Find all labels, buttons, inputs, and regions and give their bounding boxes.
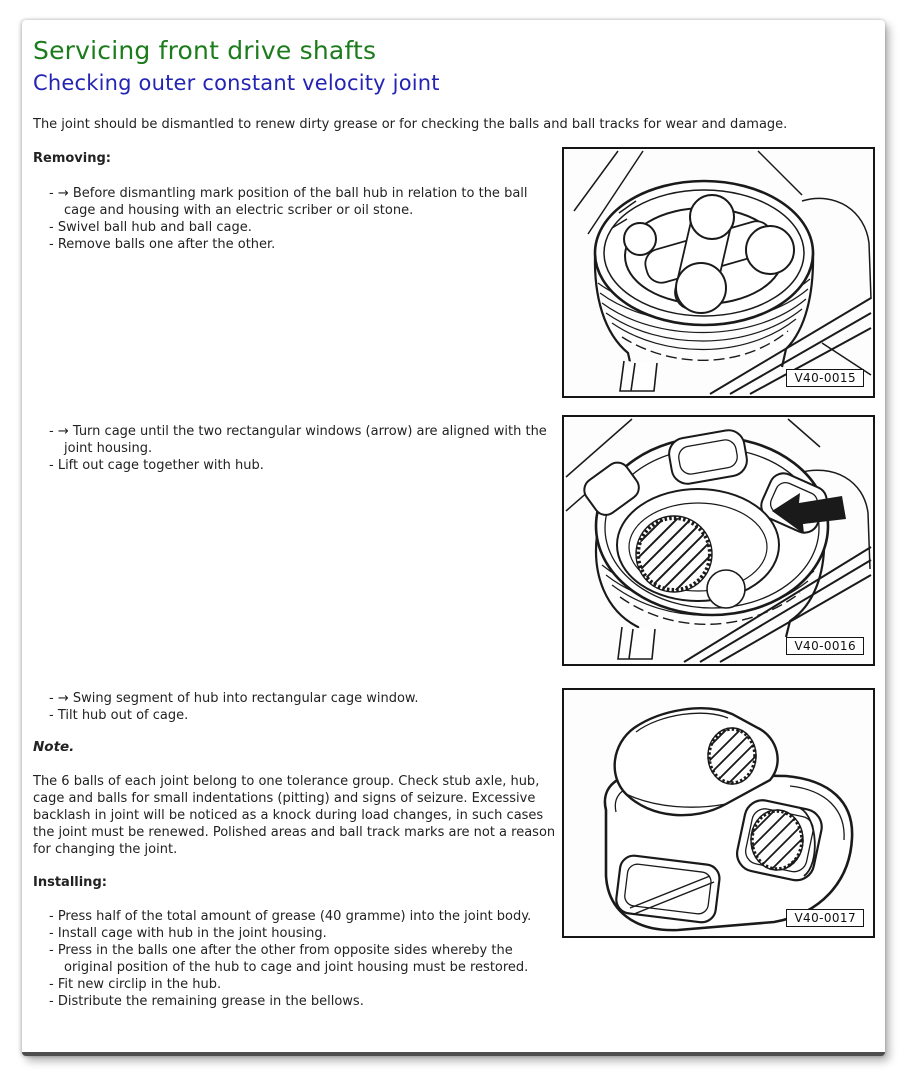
figure-label: V40-0017	[786, 909, 864, 927]
step-item: - Press half of the total amount of grea…	[49, 909, 532, 924]
removing-heading: Removing:	[33, 151, 111, 166]
joint-balls	[623, 194, 795, 314]
figure-v40-0017: V40-0017	[562, 688, 875, 938]
installing-steps: - Press half of the total amount of grea…	[49, 908, 557, 1010]
intro-paragraph: The joint should be dismantled to renew …	[33, 117, 788, 132]
step-item: - Lift out cage together with hub.	[49, 458, 264, 473]
note-heading: Note.	[33, 739, 75, 755]
cv-joint-balls-illustration	[573, 150, 872, 395]
figure-v40-0016: V40-0016	[562, 415, 875, 666]
step-item: - Press in the balls one after the other…	[49, 943, 529, 975]
arrow-marker	[772, 493, 846, 534]
step-item: - Swivel ball hub and ball cage.	[49, 220, 252, 235]
step-item: - Distribute the remaining grease in the…	[49, 994, 364, 1009]
figure-v40-0015: V40-0015	[562, 147, 875, 398]
cage-window-left	[615, 854, 721, 924]
hub-out-of-cage-illustration	[603, 707, 854, 932]
cage-windows-illustration	[565, 418, 872, 663]
swing-hub-steps: - → Swing segment of hub into rectangula…	[49, 690, 549, 724]
step-item: - → Turn cage until the two rectangular …	[49, 424, 547, 456]
removing-steps: - → Before dismantling mark position of …	[49, 185, 549, 253]
figure-label: V40-0015	[786, 369, 864, 387]
page-subtitle: Checking outer constant velocity joint	[33, 71, 440, 95]
note-paragraph: The 6 balls of each joint belong to one …	[33, 774, 556, 857]
installing-heading: Installing:	[33, 875, 107, 890]
turn-cage-steps: - → Turn cage until the two rectangular …	[49, 423, 549, 474]
step-item: - → Before dismantling mark position of …	[49, 186, 528, 218]
step-item: - Fit new circlip in the hub.	[49, 977, 222, 992]
step-item: - → Swing segment of hub into rectangula…	[49, 691, 419, 706]
manual-page: Servicing front drive shafts Checking ou…	[22, 20, 885, 1056]
step-item: - Install cage with hub in the joint hou…	[49, 926, 327, 941]
page-title: Servicing front drive shafts	[33, 36, 377, 65]
step-item: - Tilt hub out of cage.	[49, 708, 189, 723]
step-item: - Remove balls one after the other.	[49, 237, 276, 252]
figure-label: V40-0016	[786, 637, 864, 655]
